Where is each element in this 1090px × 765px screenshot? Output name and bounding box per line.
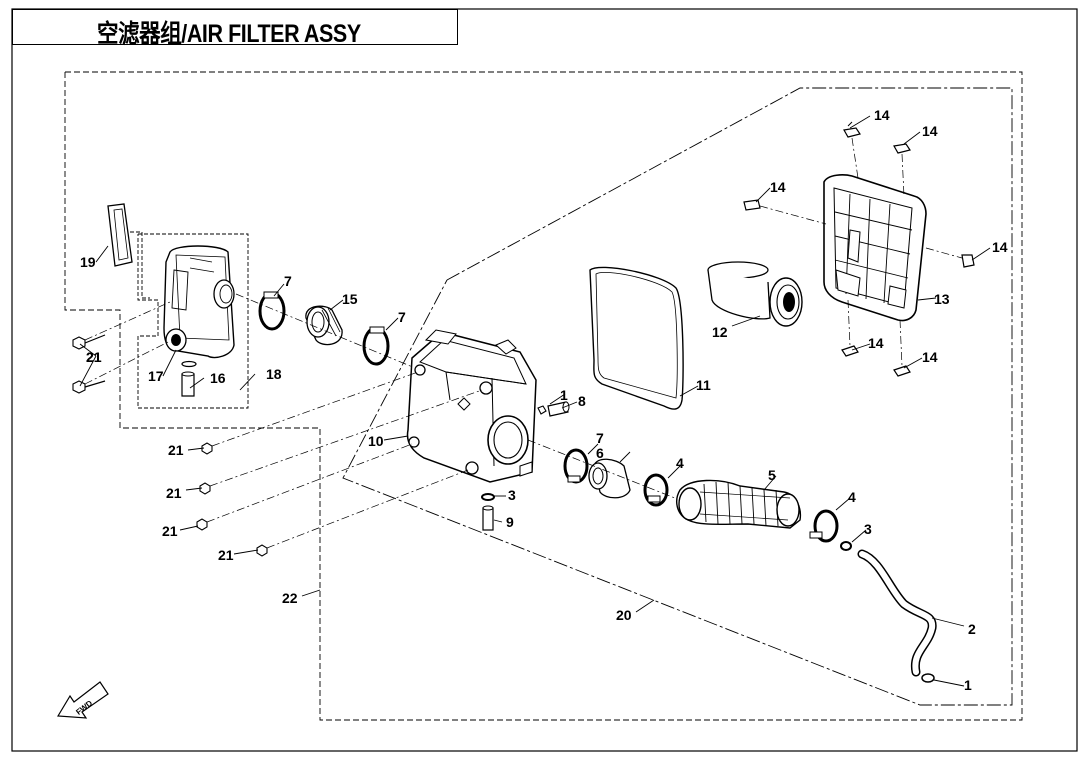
callout-21: 21 <box>86 349 102 365</box>
callout-12: 12 <box>712 324 728 340</box>
cover-clip-14-d <box>961 254 975 268</box>
bolt-21-e <box>196 518 208 531</box>
callout-21: 21 <box>86 349 102 365</box>
cover-clip-14-c <box>743 199 761 211</box>
callout-4: 4 <box>848 489 856 505</box>
callout-7: 7 <box>284 273 292 289</box>
cover-clip-14-b <box>893 143 911 154</box>
callout-18: 18 <box>266 366 282 382</box>
air-filter-housing-10 <box>406 329 537 483</box>
bolt-21-b <box>72 380 106 394</box>
foam-pad-19 <box>107 203 133 267</box>
callout-1: 1 <box>964 677 972 693</box>
callout-22: 22 <box>282 590 298 606</box>
drain-pipe-9 <box>482 505 494 531</box>
callout-14: 14 <box>922 123 938 139</box>
callout-14: 14 <box>874 107 890 123</box>
filter-element-12 <box>707 261 803 327</box>
callout-6: 6 <box>596 445 604 461</box>
callout-14: 14 <box>922 349 938 365</box>
callout-7: 7 <box>596 430 604 446</box>
callout-15: 15 <box>342 291 358 307</box>
hose-clamp-3-b <box>840 541 852 551</box>
bolt-21-a <box>72 334 106 350</box>
cover-clip-14-f <box>893 365 911 377</box>
callout-labels: 1123344567778910111213141414141414151617… <box>80 107 1008 693</box>
title-box: 空滤器组/AIR FILTER ASSY <box>12 9 458 48</box>
housing-seal-11 <box>589 266 684 410</box>
hose-clamp-7-a <box>258 291 286 331</box>
bolt-21-f <box>256 544 268 557</box>
callout-17: 17 <box>148 368 164 384</box>
callout-10: 10 <box>368 433 384 449</box>
breather-cap-1-a <box>537 405 547 415</box>
assy-22-boundary <box>64 71 1023 721</box>
callout-2: 2 <box>968 621 976 637</box>
resonator-18 <box>163 245 235 359</box>
bolt-21-d <box>199 482 211 495</box>
callout-4: 4 <box>676 455 684 471</box>
hose-clamp-4-a <box>643 473 669 507</box>
callout-21: 21 <box>162 523 178 539</box>
callout-21: 21 <box>166 485 182 501</box>
hose-clamp-7-b <box>362 326 390 366</box>
cover-clip-14-e <box>841 345 859 357</box>
assy-20-boundary <box>342 87 1013 706</box>
callout-13: 13 <box>934 291 950 307</box>
callout-21: 21 <box>168 442 184 458</box>
hose-clamp-4-b <box>809 509 839 543</box>
fwd-arrow-icon: FWD <box>56 681 109 719</box>
callout-14: 14 <box>868 335 884 351</box>
callout-21: 21 <box>218 547 234 563</box>
callout-14: 14 <box>770 179 786 195</box>
breather-plug-8 <box>547 401 570 417</box>
assy-18-boundary <box>137 233 249 409</box>
callout-1: 1 <box>560 387 568 403</box>
bolt-21-c <box>201 442 213 455</box>
callout-16: 16 <box>210 370 226 386</box>
callout-8: 8 <box>578 393 586 409</box>
cover-clip-14-a <box>843 121 861 138</box>
callout-11: 11 <box>696 377 711 393</box>
callout-3: 3 <box>864 521 872 537</box>
callout-3: 3 <box>508 487 516 503</box>
hose-clamp-7-c <box>563 448 589 484</box>
page-title: 空滤器组/AIR FILTER ASSY <box>97 20 361 48</box>
pad-bracket <box>130 231 150 299</box>
callout-7: 7 <box>398 309 406 325</box>
hose-clamp-3-a <box>481 493 495 501</box>
housing-cover-13 <box>823 174 927 322</box>
callout-20: 20 <box>616 607 632 623</box>
outer-frame <box>11 8 1078 752</box>
callout-14: 14 <box>992 239 1008 255</box>
drain-tube-16 <box>181 371 195 397</box>
leader-lines <box>79 115 991 687</box>
breather-cap-1-b <box>921 673 935 683</box>
rubber-sleeve-15 <box>305 305 343 346</box>
intake-duct-5 <box>676 479 802 529</box>
callout-19: 19 <box>80 254 96 270</box>
callout-5: 5 <box>768 467 776 483</box>
o-ring-17 <box>181 360 197 368</box>
connector-sleeve-6 <box>588 458 631 499</box>
callout-9: 9 <box>506 514 514 530</box>
